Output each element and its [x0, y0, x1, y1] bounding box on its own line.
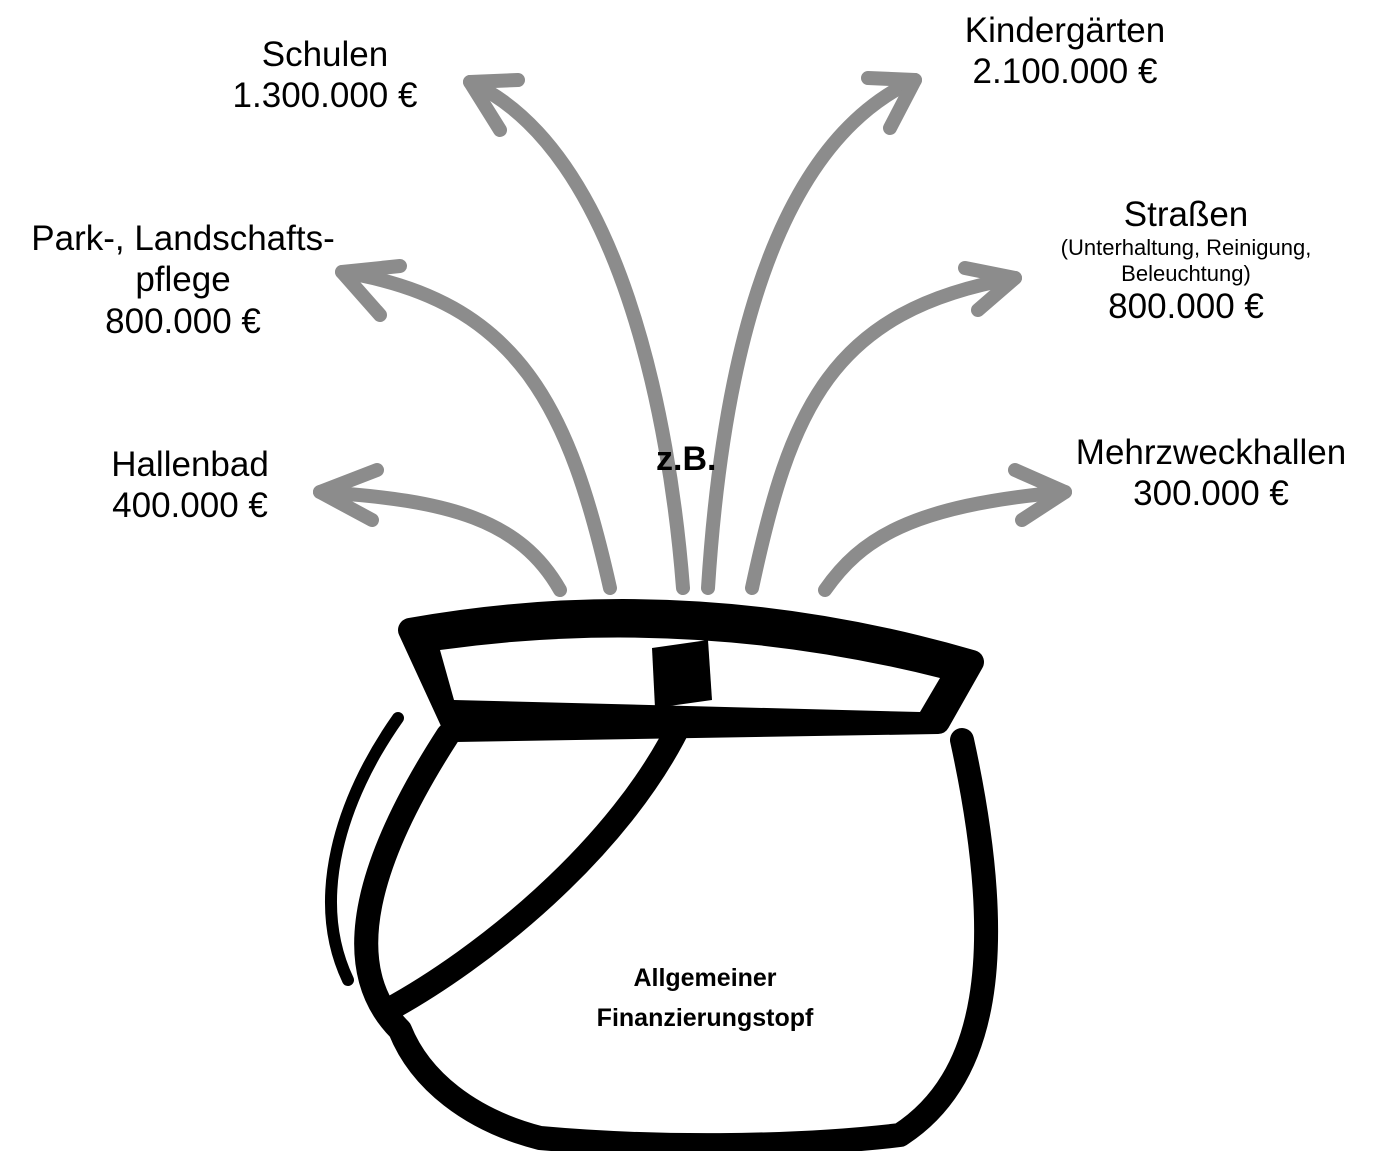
strassen-sub2: Beleuchtung)	[1030, 261, 1342, 286]
label-kindergaerten: Kindergärten 2.100.000 €	[940, 10, 1190, 93]
label-strassen: Straßen (Unterhaltung, Reinigung, Beleuc…	[1030, 194, 1342, 327]
pot-label-line2: Finanzierungstopf	[560, 998, 850, 1038]
label-mehrzweckhallen: Mehrzweckhallen 300.000 €	[1056, 432, 1366, 515]
strassen-sub1: (Unterhaltung, Reinigung,	[1030, 235, 1342, 260]
schulen-amount: 1.300.000 €	[200, 75, 450, 116]
arrow-mehrzweckhallen	[825, 470, 1065, 590]
pot-knob	[652, 640, 712, 708]
arrow-hallenbad	[320, 470, 560, 590]
pot-label-line1: Allgemeiner	[560, 958, 850, 998]
arrow-park	[342, 266, 610, 588]
arrow-schulen	[470, 80, 683, 588]
park-name-line2: pflege	[0, 259, 366, 300]
financing-pot	[331, 611, 986, 1145]
arrows	[320, 78, 1065, 590]
label-schulen: Schulen 1.300.000 €	[200, 34, 450, 117]
label-park: Park-, Landschafts- pflege 800.000 €	[0, 218, 366, 342]
example-marker: z.B.	[656, 440, 716, 479]
hallenbad-amount: 400.000 €	[80, 485, 300, 526]
park-name-line1: Park-, Landschafts-	[0, 218, 366, 259]
pot-body	[366, 735, 986, 1145]
strassen-name: Straßen	[1030, 194, 1342, 235]
label-hallenbad: Hallenbad 400.000 €	[80, 444, 300, 527]
hallenbad-name: Hallenbad	[80, 444, 300, 485]
kindergaerten-amount: 2.100.000 €	[940, 51, 1190, 92]
strassen-amount: 800.000 €	[1030, 286, 1342, 327]
schulen-name: Schulen	[200, 34, 450, 75]
pot-label: Allgemeiner Finanzierungstopf	[560, 958, 850, 1038]
park-amount: 800.000 €	[0, 301, 366, 342]
mehrzweckhallen-amount: 300.000 €	[1056, 473, 1366, 514]
kindergaerten-name: Kindergärten	[940, 10, 1190, 51]
mehrzweckhallen-name: Mehrzweckhallen	[1056, 432, 1366, 473]
